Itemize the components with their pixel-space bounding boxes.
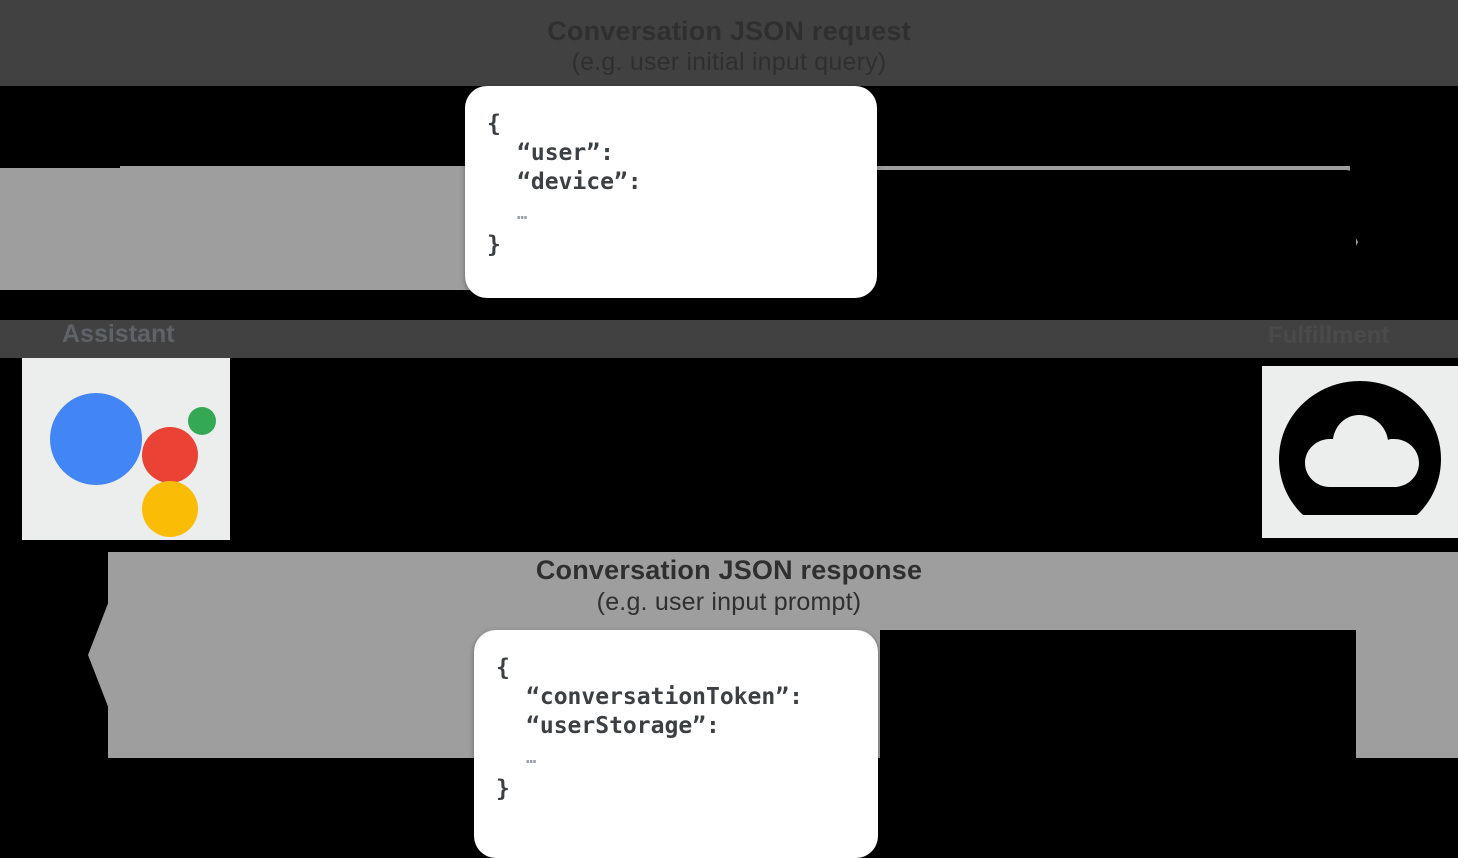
cloud-icon — [1279, 381, 1441, 515]
occluder-top-right — [860, 170, 1356, 290]
response-subtitle: (e.g. user input prompt) — [596, 588, 862, 616]
request-subtitle: (e.g. user initial input query) — [571, 48, 887, 76]
json-line: “conversationToken”: — [526, 684, 803, 710]
arrow-left-icon — [88, 552, 128, 758]
fulfillment-label: Fulfillment — [1268, 322, 1390, 349]
response-title: Conversation JSON response — [535, 555, 923, 585]
request-title: Conversation JSON request — [547, 16, 911, 46]
json-line: … — [517, 204, 528, 224]
assistant-dot-red — [142, 427, 198, 483]
google-assistant-logo-icon — [46, 379, 216, 537]
json-line: { — [496, 655, 510, 681]
top-dark-band — [0, 0, 1458, 86]
response-json-lines: { “conversationToken”: “userStorage”: …} — [474, 654, 878, 804]
json-line: “userStorage”: — [526, 713, 720, 739]
response-json-card: { “conversationToken”: “userStorage”: …} — [474, 630, 878, 858]
occluder-top-left — [0, 86, 120, 168]
assistant-dot-blue — [50, 393, 142, 485]
occluder-bottom-right — [880, 630, 1356, 762]
assistant-dot-green — [188, 407, 216, 435]
json-line: “device”: — [517, 169, 642, 195]
fulfillment-icon-tile — [1262, 366, 1458, 538]
request-json-card: { “user”: “device”: …} — [465, 86, 877, 298]
assistant-dot-yellow — [142, 481, 198, 537]
json-line: “user”: — [517, 140, 614, 166]
json-line: … — [526, 748, 537, 768]
middle-dark-band — [0, 318, 1458, 358]
json-line: } — [487, 232, 501, 258]
json-line: { — [487, 111, 501, 137]
assistant-icon-tile — [22, 358, 230, 540]
request-json-lines: { “user”: “device”: …} — [465, 110, 877, 260]
json-line: } — [496, 776, 510, 802]
assistant-label: Assistant — [62, 320, 175, 348]
